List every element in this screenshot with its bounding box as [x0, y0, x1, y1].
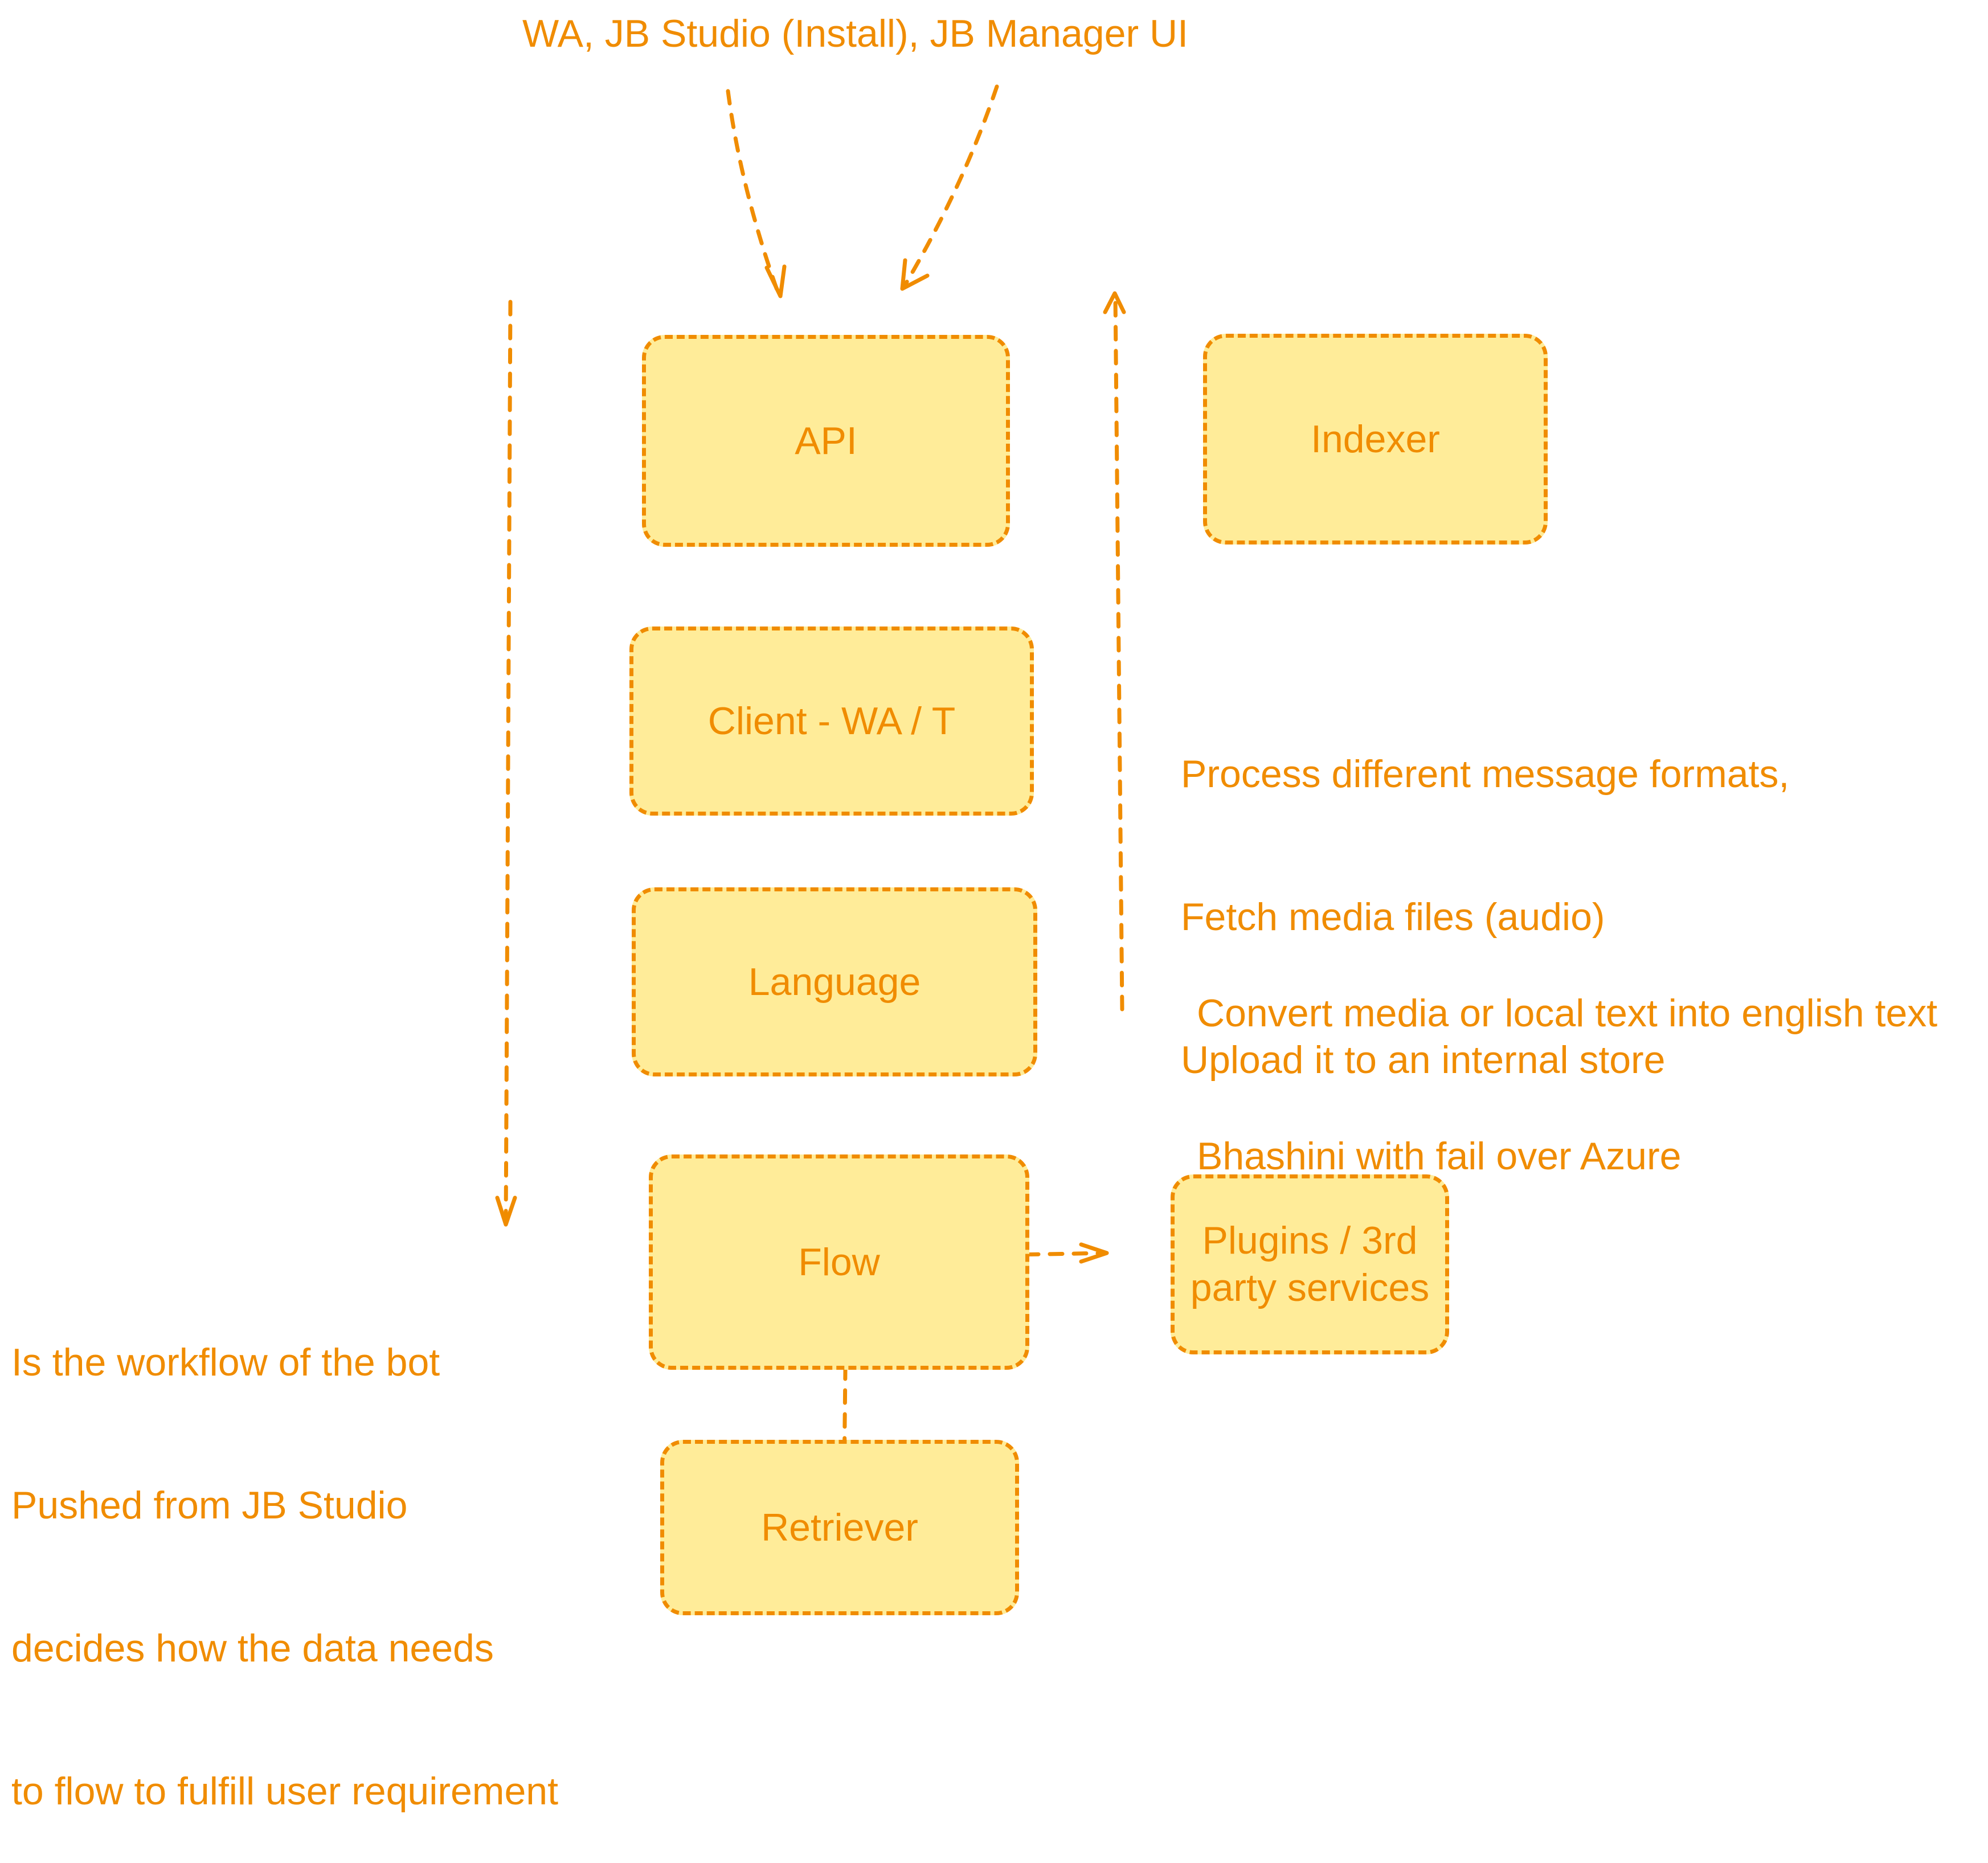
flow-box[interactable]: Flow [649, 1154, 1029, 1370]
language-note-line-1: Convert media or local text into english… [1197, 992, 1938, 1035]
flow-note-line-4: to flow to fulfill user requirement [11, 1769, 558, 1813]
client-note-line-2: Fetch media files (audio) [1181, 895, 1605, 939]
upward-flow-line [1113, 294, 1124, 1012]
plugins-box-label: Plugins / 3rd party services [1191, 1217, 1429, 1312]
plugins-box[interactable]: Plugins / 3rd party services [1171, 1174, 1449, 1354]
client-note: Process different message formats, Fetch… [1181, 656, 1789, 1132]
indexer-box[interactable]: Indexer [1203, 334, 1548, 544]
language-box-label: Language [748, 960, 921, 1004]
entry-arrow-right [901, 84, 999, 290]
flow-note-line-2: Pushed from JB Studio [11, 1484, 408, 1528]
language-note-line-2: Bhashini with fail over Azure [1197, 1135, 1682, 1178]
upward-arrow-head [1103, 291, 1126, 314]
indexer-box-label: Indexer [1311, 417, 1440, 461]
retriever-box-label: Retriever [761, 1505, 918, 1549]
downward-flow-line [504, 300, 513, 1227]
api-box[interactable]: API [642, 335, 1010, 547]
client-box[interactable]: Client - WA / T [629, 627, 1034, 816]
flow-note: Is the workflow of the bot Pushed from J… [11, 1244, 558, 1863]
downward-arrow-head [495, 1195, 517, 1227]
client-note-line-1: Process different message formats, [1181, 752, 1790, 796]
plugins-box-label-line-1: Plugins / 3rd [1202, 1219, 1418, 1263]
retriever-box[interactable]: Retriever [660, 1440, 1019, 1615]
language-note: Convert media or local text into english… [1197, 895, 1937, 1228]
plugins-box-label-line-2: party services [1190, 1266, 1430, 1309]
entry-points-label: WA, JB Studio (Install), JB Manager UI [522, 12, 1188, 55]
flow-box-label: Flow [798, 1240, 880, 1284]
plugins-arrow-head [1079, 1242, 1109, 1264]
language-box[interactable]: Language [632, 887, 1037, 1076]
entry-arrow-right-head [900, 258, 930, 291]
entry-arrow-left-head [764, 264, 787, 298]
api-box-label: API [795, 419, 857, 462]
entry-arrow-left [726, 89, 782, 298]
flow-note-line-1: Is the workflow of the bot [11, 1341, 440, 1385]
client-note-line-3: Upload it to an internal store [1181, 1038, 1666, 1082]
flow-note-line-3: decides how the data needs [11, 1627, 494, 1670]
client-box-label: Client - WA / T [707, 699, 956, 743]
